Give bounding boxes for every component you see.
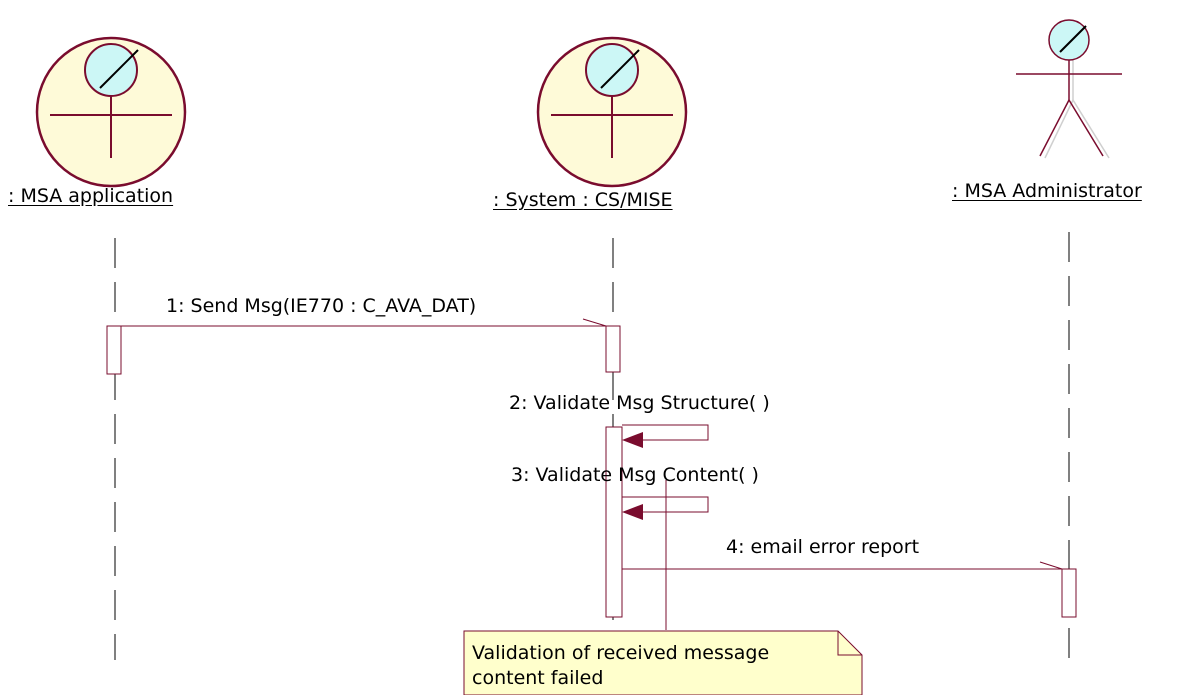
- message-1-label: 1: Send Msg(IE770 : C_AVA_DAT): [166, 295, 477, 317]
- activation-bar-system-2: [605, 426, 623, 618]
- note-line-1: Validation of received message: [472, 642, 770, 664]
- message-3-self-arrow: [622, 496, 709, 520]
- activation-bar-system-1: [605, 325, 621, 373]
- note-text: Validation of received message content f…: [472, 641, 852, 691]
- message-3-label: 3: Validate Msg Content( ): [511, 464, 759, 486]
- message-4-label: 4: email error report: [726, 536, 920, 558]
- message-2-self-arrow: [622, 424, 709, 448]
- note-shape: [463, 630, 863, 695]
- message-2-label: 2: Validate Msg Structure( ): [509, 392, 770, 414]
- activation-bar-msa-application: [106, 325, 122, 375]
- note-line-2: content failed: [472, 667, 604, 689]
- system-actor-icon: [536, 36, 688, 188]
- lifeline-label-msa-application: : MSA application: [8, 185, 174, 207]
- lifeline-label-system: : System : CS/MISE: [493, 189, 673, 211]
- activation-bar-msa-admin: [1061, 568, 1077, 618]
- message-1-arrow: [121, 318, 607, 327]
- msa-application-actor-icon: [35, 36, 187, 188]
- message-4-arrow: [622, 561, 1063, 570]
- lifeline-label-msa-admin: : MSA Administrator: [952, 180, 1142, 202]
- msa-admin-actor-icon: [1016, 19, 1122, 159]
